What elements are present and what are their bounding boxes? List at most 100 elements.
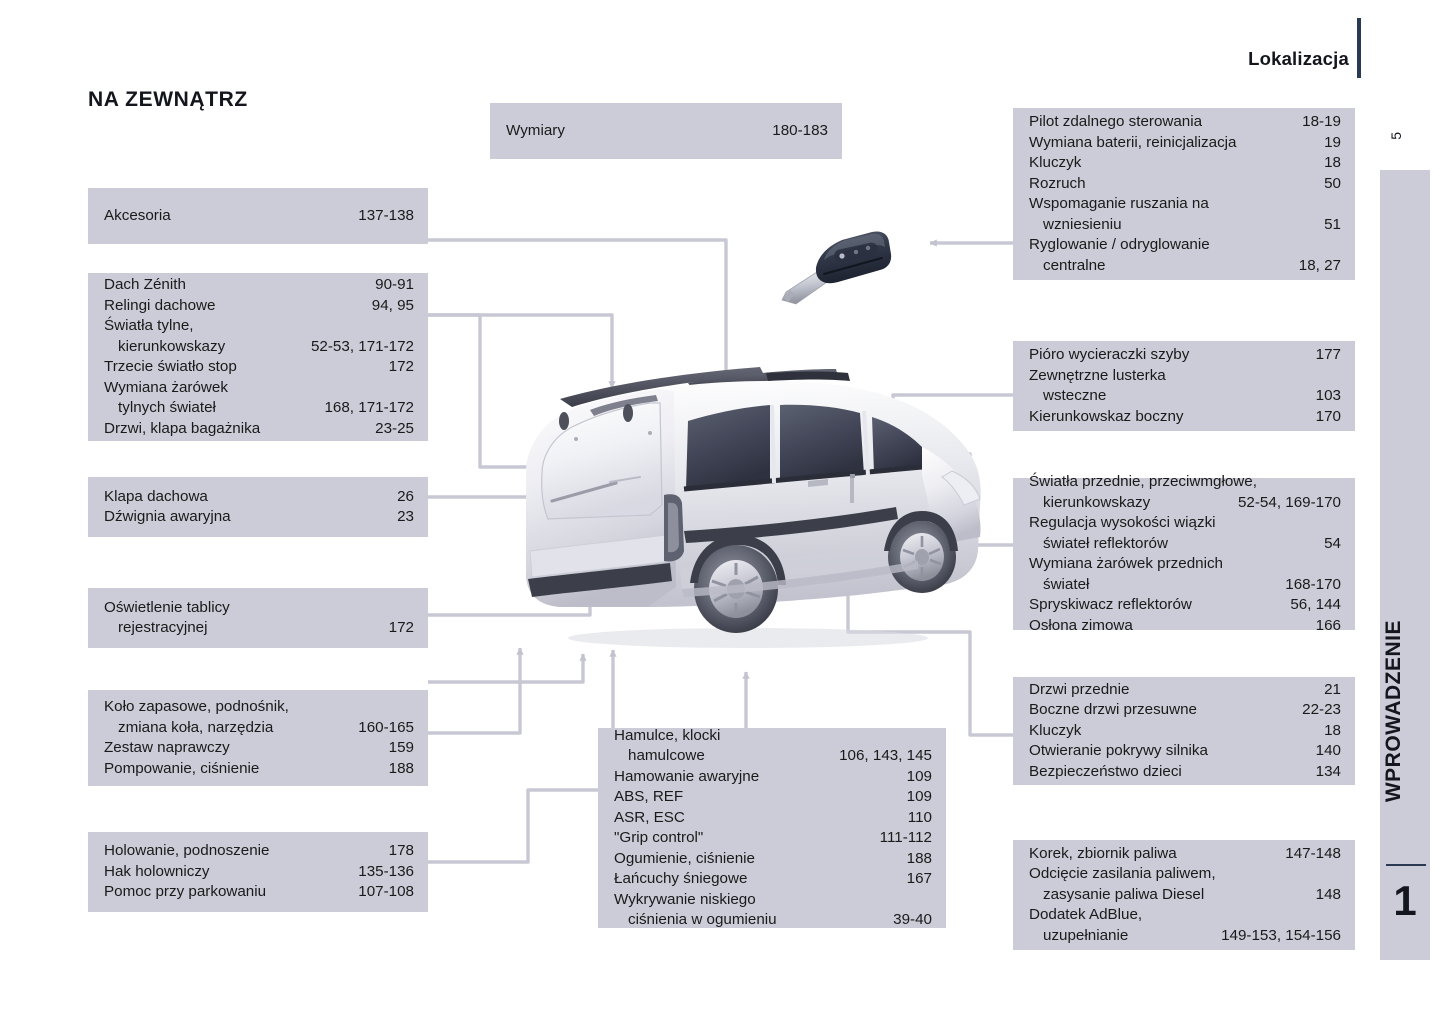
callout-entry-pages: 103 [1315,387,1341,404]
callout-entry: Pióro wycieraczki szyby 177 [1029,345,1341,366]
callout-entry-label: Światła przednie, przeciwmgłowe, [1029,473,1257,490]
callout-entry: Drzwi przednie 21 [1029,680,1341,701]
callout-entry-label: centralne [1043,256,1106,274]
callout-entry-label: ASR, ESC [614,808,685,826]
callout-entry: Odcięcie zasilania paliwem, [1029,864,1341,885]
callout-entry-pages: 18-19 [1302,113,1341,130]
callout-entry-label: Drzwi przednie [1029,680,1130,698]
callout-akcesoria: Akcesoria 137-138 [88,188,428,244]
callout-entry-pages: 22-23 [1302,701,1341,719]
callout-entry-label: ABS, REF [614,788,684,805]
chapter-tab-label: WPROWADZENIE [1382,620,1405,803]
callout-entry: Pomoc przy parkowaniu 107-108 [104,882,414,903]
callout-entry-pages: 109 [906,788,932,805]
section-heading: NA ZEWNĄTRZ [88,88,248,111]
callout-entry-pages: 140 [1315,742,1341,760]
callout-entry-label: wzniesieniu [1043,215,1122,233]
callout-entry-label: Korek, zbiornik paliwa [1029,844,1177,862]
callout-entry-pages: 94, 95 [371,296,414,314]
rear-three-quarter-van-illustration [526,367,981,648]
callout-entry-pages: 109 [906,767,932,785]
callout-entry: Wymiana żarówek przednich [1029,554,1341,575]
callout-entry-label: Regulacja wysokości wiązki [1029,514,1216,531]
callout-entry-label: świateł reflektorów [1043,534,1168,552]
callout-entry: Wspomaganie ruszania na [1029,194,1341,215]
callout-entry-label: Wymiary [506,121,565,139]
callout-entry-label: Wymiana żarówek przednich [1029,555,1224,572]
callout-entry-label: uzupełnianie [1043,926,1129,944]
callout-entry: ABS, REF 109 [614,787,932,808]
callout-entry-label: Relingi dachowe [104,296,216,314]
callout-entry-pages: 147-148 [1285,844,1341,862]
callout-entry-pages: 107-108 [358,883,414,901]
callout-entry-label: Spryskiwacz reflektorów [1029,596,1192,613]
callout-entry-label: Hak holowniczy [104,862,210,880]
callout-entry-pages: 54 [1324,534,1341,552]
page-title: Lokalizacja [1248,48,1349,69]
callout-entry: Światła przednie, przeciwmgłowe, [1029,472,1341,493]
callout-entry-label: Kluczyk [1029,154,1082,171]
callout-entry-label: Oświetlenie tablicy [104,598,230,616]
callout-entry: Dodatek AdBlue, [1029,905,1341,926]
callout-entry-pages: 52-54, 169-170 [1237,493,1341,511]
callout-entry: świateł reflektorów 54 [1029,534,1341,555]
chapter-tab-number: 1 [1393,877,1417,924]
header-rule [1357,18,1361,78]
callout-entry-label: zmiana koła, narzędzia [118,718,274,736]
callout-entry-label: Wymiana baterii, reinicjalizacja [1029,133,1237,151]
callout-entry-pages: 21 [1324,680,1341,698]
callout-entry-label: Wykrywanie niskiego [614,890,756,908]
callout-entry-label: Otwieranie pokrywy silnika [1029,742,1208,760]
callout-entry-label: Wymiana żarówek [104,378,228,396]
callout-entry-label: Dźwignia awaryjna [104,508,231,525]
callout-entry-pages: 26 [397,487,414,505]
callout-entry-label: Hamowanie awaryjne [614,767,760,785]
callout-entry-pages: 90-91 [375,276,414,293]
callout-entry-pages: 177 [1315,346,1341,363]
callout-entry-pages: 188 [388,759,414,777]
callout-entry-pages: 170 [1315,407,1341,425]
callout-entry-pages: 137-138 [358,206,414,224]
callout-entry: Otwieranie pokrywy silnika 140 [1029,741,1341,762]
callout-entry-label: Drzwi, klapa bagażnika [104,419,261,437]
callout-entry-label: Akcesoria [104,206,171,224]
callout-entry: "Grip control"111-112 [614,828,932,849]
callout-entry-label: Łańcuchy śniegowe [614,870,748,887]
callout-entry-label: ciśnienia w ogumieniu [628,911,777,928]
callout-entry-label: Dodatek AdBlue, [1029,906,1143,924]
callout-entry-label: rejestracyjnej [118,619,208,636]
callout-entry-label: hamulcowe [628,747,705,764]
callout-entry-label: Osłona zimowa [1029,616,1133,634]
callout-entry-label: Światła tylne, [104,317,194,334]
callout-entry-label: Pomoc przy parkowaniu [104,883,267,901]
callout-entry-label: Pióro wycieraczki szyby [1029,346,1190,363]
callout-entry: Hamulce, klocki [614,726,932,747]
callout-entry-label: wsteczne [1043,387,1107,404]
callout-entry-pages: 56, 144 [1290,596,1341,613]
callout-entry-pages: 18 [1324,721,1341,739]
